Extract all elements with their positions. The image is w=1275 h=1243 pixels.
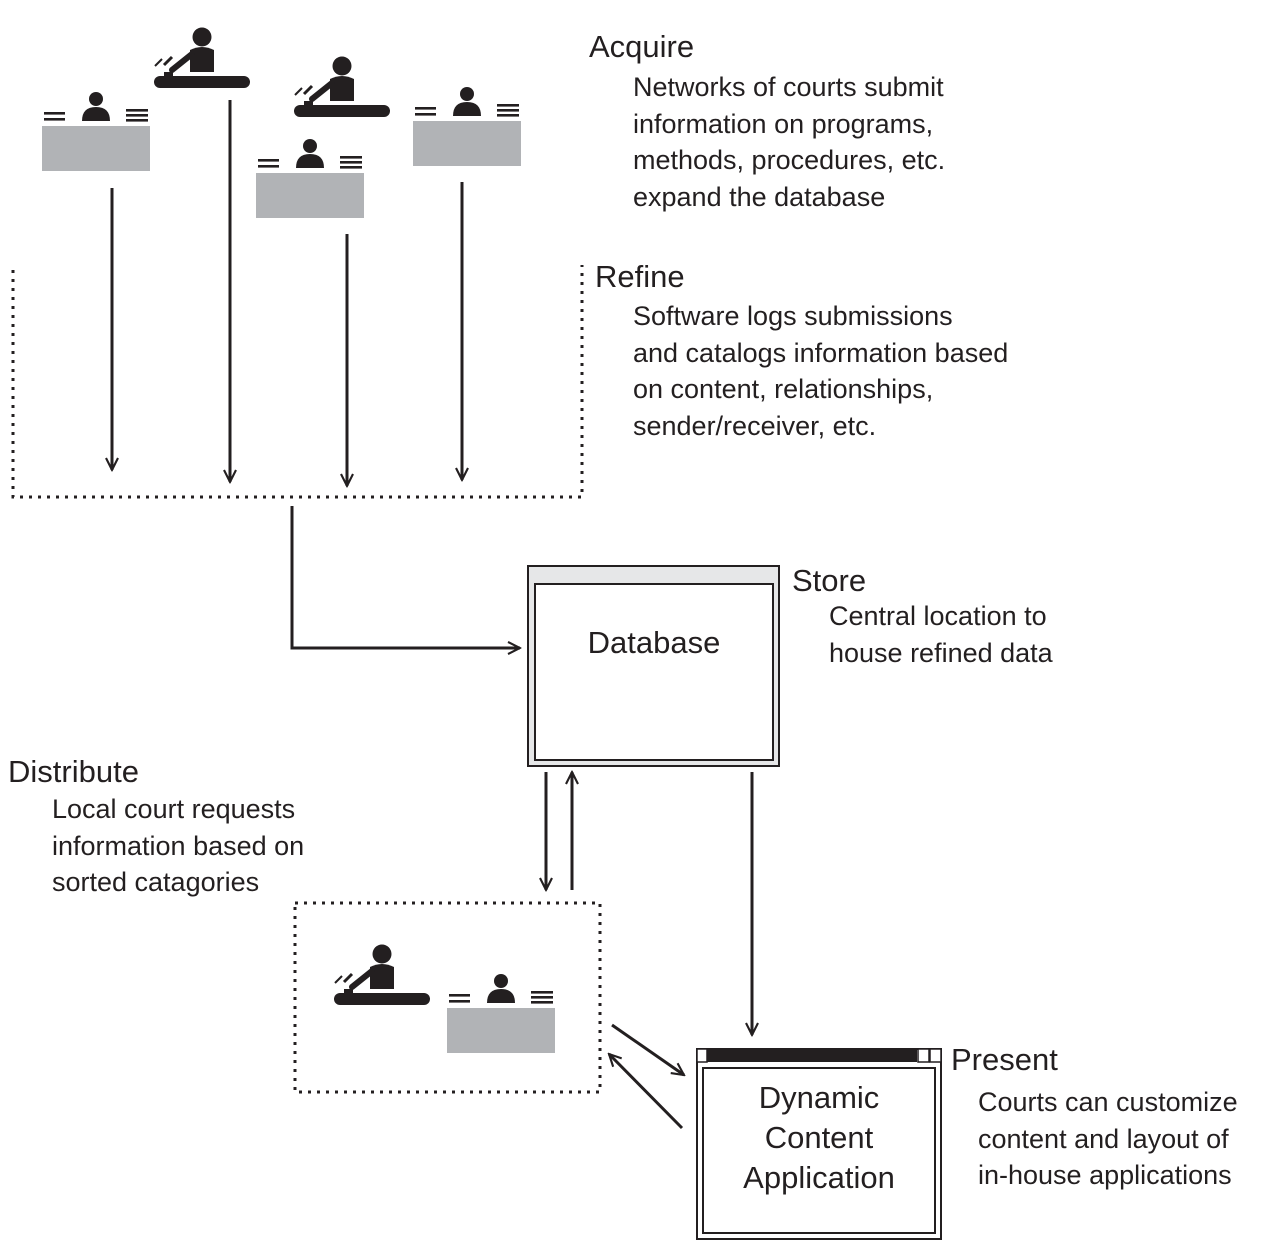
application-label: Dynamic Content Application bbox=[743, 1080, 895, 1195]
refine-text: Software logs submissions and catalogs i… bbox=[633, 301, 1009, 441]
judge-bench-icon bbox=[294, 57, 390, 118]
present-text: Courts can customize content and layout … bbox=[978, 1087, 1238, 1190]
distribute-to-app-arrow bbox=[611, 1023, 684, 1075]
store-text: Central location to house refined data bbox=[829, 601, 1053, 668]
judge-bench-icon bbox=[154, 28, 250, 89]
present-title: Present bbox=[951, 1042, 1058, 1077]
database-label: Database bbox=[587, 625, 721, 660]
application-window bbox=[696, 1048, 942, 1240]
distribute-text: Local court requests information based o… bbox=[52, 794, 305, 897]
store-arrow bbox=[290, 506, 520, 648]
court-desk-icon bbox=[42, 92, 150, 171]
distribute-title: Distribute bbox=[8, 754, 139, 789]
app-to-distribute-arrow bbox=[609, 1054, 684, 1130]
store-title: Store bbox=[792, 563, 867, 598]
court-desk-icon bbox=[256, 139, 364, 218]
acquire-text: Networks of courts submit information on… bbox=[633, 72, 946, 212]
database-box bbox=[527, 565, 780, 767]
refine-title: Refine bbox=[595, 259, 685, 294]
acquire-title: Acquire bbox=[589, 29, 695, 64]
window-title-bar bbox=[707, 1049, 917, 1062]
court-desk-icon bbox=[447, 974, 555, 1053]
court-desk-icon bbox=[413, 87, 521, 166]
judge-bench-icon bbox=[334, 945, 430, 1006]
distribute-region bbox=[293, 901, 602, 1094]
refine-region bbox=[11, 265, 584, 499]
